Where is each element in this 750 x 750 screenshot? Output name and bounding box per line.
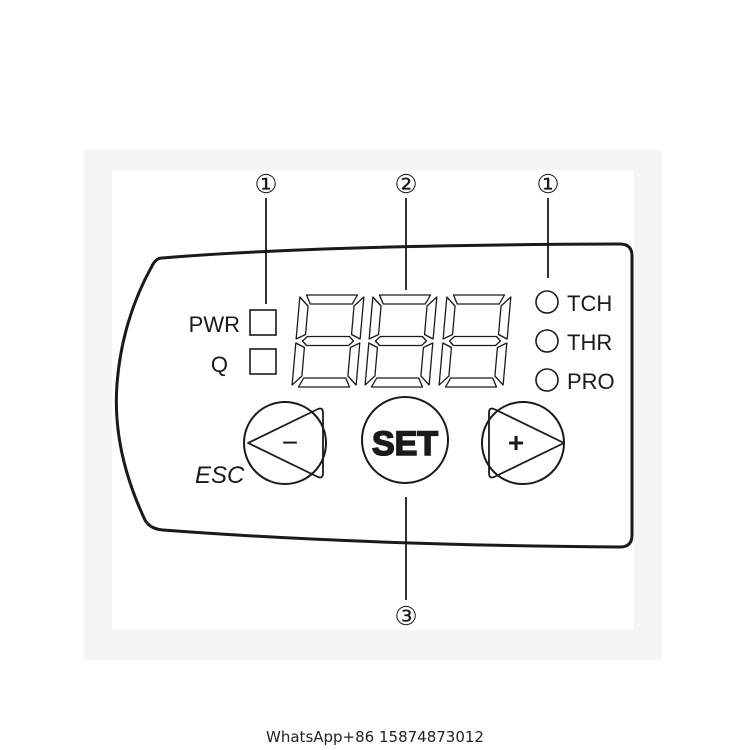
led-label-pwr: PWR: [189, 312, 240, 337]
left-arrow-icon: [247, 407, 324, 479]
minus-symbol: −: [282, 427, 298, 458]
footer-contact: WhatsApp+86 15874873012: [266, 728, 484, 746]
display-segment: [444, 377, 498, 388]
display-segment: [448, 335, 502, 347]
led-label-pro: PRO: [567, 369, 615, 394]
display-digit: [291, 294, 365, 388]
display-segment: [452, 294, 506, 305]
led-pro-indicator: [535, 368, 559, 392]
display-digit: [438, 294, 512, 388]
display-segment: [364, 342, 379, 386]
display-segment: [291, 342, 306, 386]
display-segment: [494, 342, 508, 386]
minus-button[interactable]: −: [243, 401, 327, 485]
plus-symbol: +: [508, 427, 524, 458]
callout-2-display: ②: [394, 169, 417, 199]
led-label-q: Q: [211, 352, 228, 377]
display-segment: [497, 296, 512, 340]
right-arrow-icon: [488, 407, 565, 479]
callout-3-buttons: ③: [394, 601, 417, 631]
display-segment: [378, 294, 432, 305]
display-segment: [374, 335, 428, 347]
callout-1-left: ①: [254, 169, 277, 199]
set-button-label: SET: [372, 425, 438, 463]
esc-label: ESC: [195, 462, 245, 489]
display-segment: [442, 296, 456, 340]
callout-1-right: ①: [536, 169, 559, 199]
display-segment: [347, 342, 361, 386]
display-segment: [438, 342, 453, 386]
display-segment: [350, 296, 365, 340]
display-segment: [305, 294, 359, 305]
led-pwr-indicator: [249, 309, 277, 336]
display-segment: [370, 377, 424, 388]
seven-segment-display: [291, 294, 512, 388]
set-button[interactable]: SET: [361, 396, 449, 484]
led-q-indicator: [249, 348, 277, 375]
display-segment: [368, 296, 382, 340]
device-housing: [114, 242, 634, 549]
display-segment: [297, 377, 351, 388]
display-digit: [364, 294, 438, 388]
display-segment: [420, 342, 434, 386]
display-segment: [301, 335, 355, 347]
led-thr-indicator: [535, 329, 559, 353]
led-label-tch: TCH: [567, 291, 612, 316]
display-segment: [423, 296, 438, 340]
led-label-thr: THR: [567, 330, 612, 355]
display-segment: [295, 296, 309, 340]
plus-button[interactable]: +: [481, 401, 565, 485]
led-tch-indicator: [535, 290, 559, 314]
